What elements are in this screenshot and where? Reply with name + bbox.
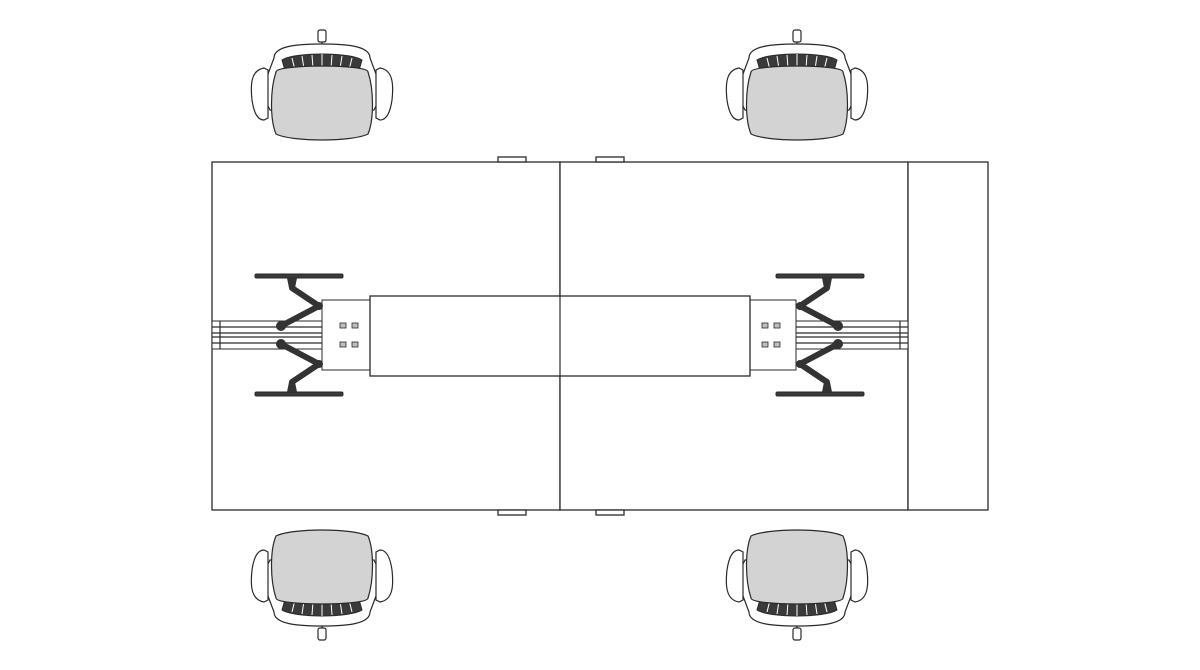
rail-clips [339,322,781,348]
chair-top-left [250,29,394,141]
desk-cluster [211,156,989,516]
cable-tray-right [747,299,797,371]
chair-bottom-left [250,529,394,641]
grommet-tab [595,509,625,516]
grommet-tab [497,156,527,163]
end-return-panel [907,161,989,511]
grommet-tab [595,156,625,163]
cable-tray-left [321,299,373,371]
chair-bottom-right [725,529,869,641]
chair-top-right [725,29,869,141]
grommet-tab [497,509,527,516]
